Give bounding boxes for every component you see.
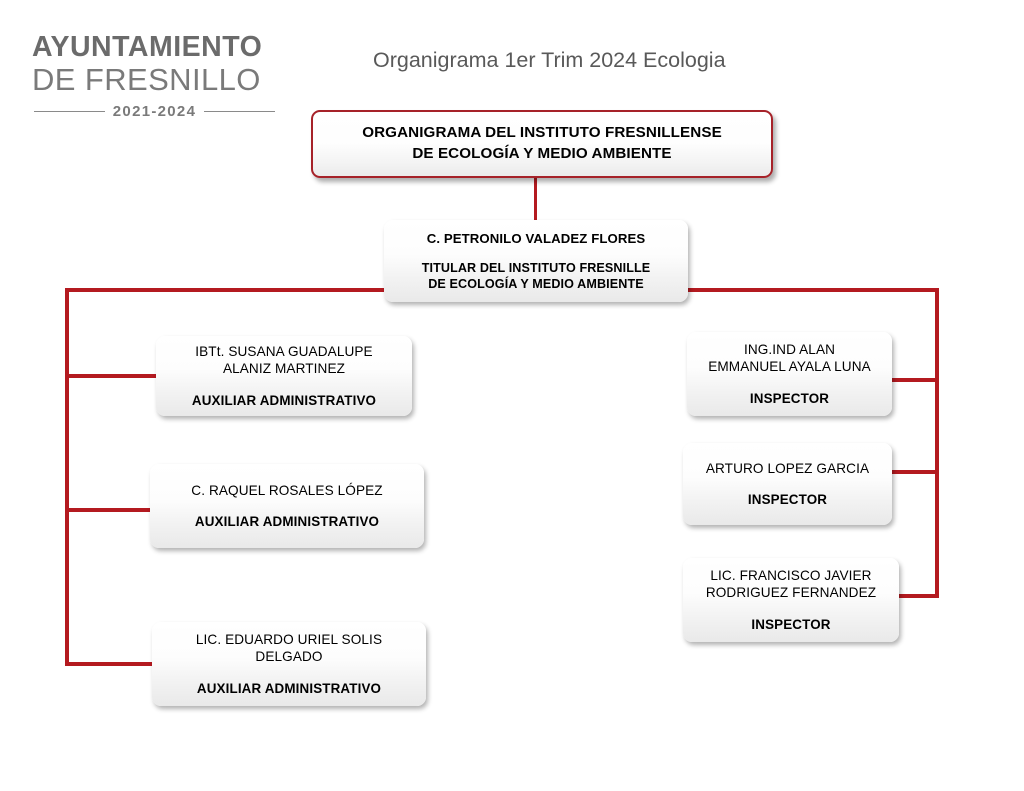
node-left-3-name-line-1: LIC. EDUARDO URIEL SOLIS (195, 632, 383, 648)
node-title-line-1: ORGANIGRAMA DEL INSTITUTO FRESNILLENSE (362, 124, 722, 142)
connector-right-branch-3 (894, 594, 939, 598)
node-right-1-role: INSPECTOR (749, 390, 830, 406)
ayuntamiento-logo: AYUNTAMIENTO DE FRESNILLO 2021-2024 (32, 33, 277, 120)
node-right-2-name-line-1: ARTURO LOPEZ GARCIA (705, 460, 870, 476)
node-right-3-name-line-1: LIC. FRANCISCO JAVIER (710, 568, 872, 584)
node-director-role-line-1: TITULAR DEL INSTITUTO FRESNILLE (421, 260, 651, 275)
node-title-line-2: DE ECOLOGÍA Y MEDIO AMBIENTE (412, 145, 672, 162)
node-left-3-name-line-2: DELGADO (255, 649, 323, 664)
node-right-3-role: INSPECTOR (751, 616, 831, 632)
node-right-3-name-line-2: RODRIGUEZ FERNANDEZ (705, 585, 877, 600)
node-right-2-role: INSPECTOR (747, 492, 828, 508)
node-left-2-name-line-1: C. RAQUEL ROSALES LÓPEZ (191, 482, 383, 498)
node-left-1-name-line-1: IBTt. SUSANA GUADALUPE (195, 344, 373, 360)
node-director-role-line-2: DE ECOLOGÍA Y MEDIO AMBIENTE (428, 277, 644, 292)
node-left-1: IBTt. SUSANA GUADALUPE ALANIZ MARTINEZ A… (156, 336, 412, 416)
logo-line-ayuntamiento: AYUNTAMIENTO (32, 31, 263, 63)
node-left-1-role: AUXILIAR ADMINISTRATIVO (191, 392, 377, 408)
node-left-3: LIC. EDUARDO URIEL SOLIS DELGADO AUXILIA… (152, 622, 426, 706)
page-title: Organigrama 1er Trim 2024 Ecologia (373, 48, 726, 72)
node-right-1-name-line-1: ING.IND ALAN (743, 342, 836, 358)
node-director: C. PETRONILO VALADEZ FLORES TITULAR DEL … (384, 220, 688, 302)
connector-right-trunk (935, 288, 939, 598)
node-left-1-name-line-2: ALANIZ MARTINEZ (222, 361, 346, 376)
connector-right-branch-1 (876, 378, 939, 382)
logo-years-label: 2021-2024 (112, 103, 197, 121)
node-right-3: LIC. FRANCISCO JAVIER RODRIGUEZ FERNANDE… (683, 558, 899, 642)
connector-left-branch-1 (65, 374, 175, 378)
connector-left-branch-3 (65, 662, 175, 666)
connector-left-trunk (65, 288, 69, 666)
connector-left-branch-2 (65, 508, 175, 512)
node-left-2: C. RAQUEL ROSALES LÓPEZ AUXILIAR ADMINIS… (150, 464, 424, 548)
node-right-1-name-line-2: EMMANUEL AYALA LUNA (708, 359, 871, 374)
logo-rule-right (204, 110, 275, 113)
logo-line-fresnillo: DE FRESNILLO (32, 61, 261, 97)
node-organigrama-title: ORGANIGRAMA DEL INSTITUTO FRESNILLENSE D… (311, 110, 773, 178)
node-right-1: ING.IND ALAN EMMANUEL AYALA LUNA INSPECT… (687, 332, 892, 416)
logo-years-row: 2021-2024 (32, 103, 277, 120)
connector-title-to-director (534, 177, 537, 223)
node-left-2-role: AUXILIAR ADMINISTRATIVO (194, 514, 380, 530)
node-right-2: ARTURO LOPEZ GARCIA INSPECTOR (683, 443, 892, 525)
node-left-3-role: AUXILIAR ADMINISTRATIVO (196, 680, 382, 696)
node-director-name: C. PETRONILO VALADEZ FLORES (426, 230, 646, 246)
logo-rule-left (34, 110, 105, 113)
connector-right-branch-2 (876, 470, 939, 474)
